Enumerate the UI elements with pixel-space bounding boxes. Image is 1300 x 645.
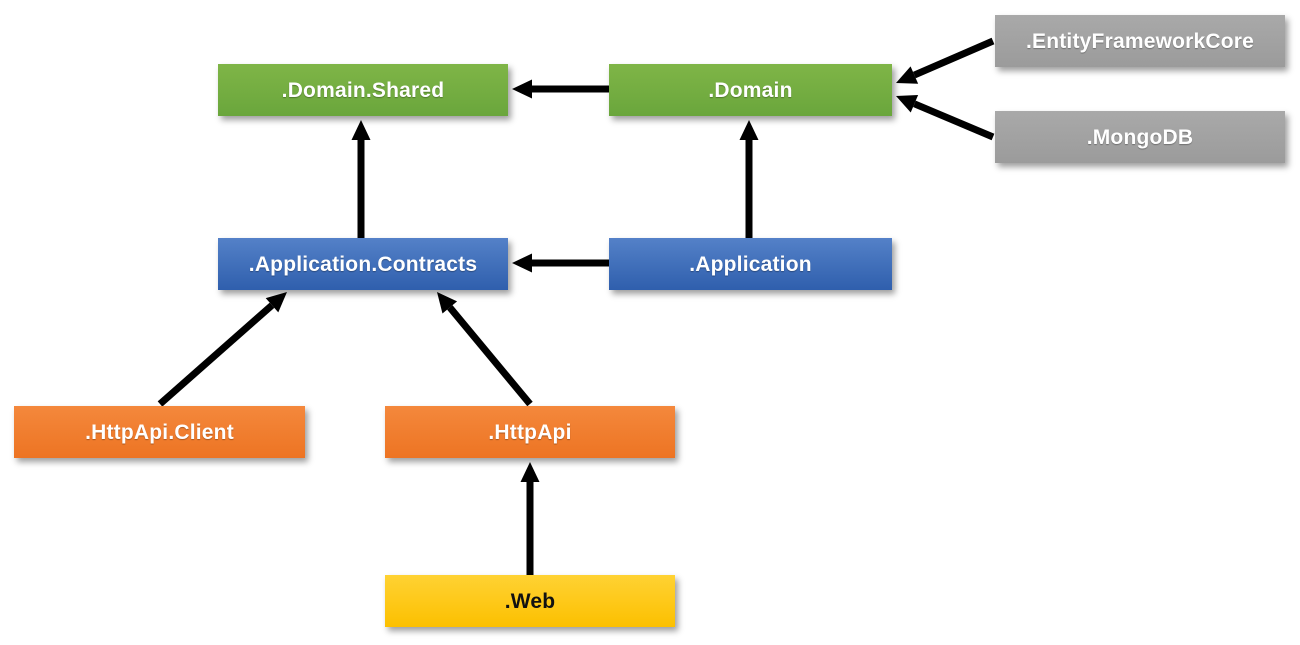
arrow-head [896, 66, 919, 84]
arrow-mongodb-to-domain [896, 95, 995, 141]
node-mongodb[interactable]: .MongoDB [995, 111, 1285, 163]
arrow-shaft [447, 305, 533, 407]
arrow-domain-to-domain-shared [512, 79, 609, 99]
node-label-application-contracts: .Application.Contracts [248, 252, 478, 276]
node-label-web: .Web [504, 589, 556, 613]
node-domain[interactable]: .Domain [609, 64, 892, 116]
node-label-domain: .Domain [708, 78, 793, 102]
arrow-head [896, 95, 919, 113]
arrow-shaft [913, 100, 995, 141]
arrow-head [351, 120, 371, 140]
node-web[interactable]: .Web [385, 575, 675, 627]
arrow-shaft [912, 37, 995, 79]
node-label-domain-shared: .Domain.Shared [281, 78, 445, 102]
arrow-head [265, 292, 287, 313]
arrow-shaft [157, 302, 275, 407]
arrow-application-to-application-contracts [512, 253, 609, 273]
arrow-application-to-domain [739, 120, 759, 238]
arrow-head [437, 292, 458, 314]
arrow-head [520, 462, 540, 482]
arrow-httpapi-to-application-contracts [437, 292, 533, 407]
node-entityframeworkcore[interactable]: .EntityFrameworkCore [995, 15, 1285, 67]
arrow-head [512, 253, 532, 273]
node-label-mongodb: .MongoDB [1086, 125, 1194, 149]
node-label-application: .Application [689, 252, 812, 276]
arrow-head [512, 79, 532, 99]
node-label-httpapi-client: .HttpApi.Client [85, 420, 234, 444]
node-application-contracts[interactable]: .Application.Contracts [218, 238, 508, 290]
node-label-entityframeworkcore: .EntityFrameworkCore [1025, 29, 1255, 53]
node-label-httpapi: .HttpApi [488, 420, 572, 444]
node-domain-shared[interactable]: .Domain.Shared [218, 64, 508, 116]
arrow-web-to-httpapi [520, 462, 540, 575]
arrow-httpapi-client-to-application-contracts [157, 292, 287, 407]
arrow-entityframeworkcore-to-domain [896, 37, 995, 84]
arrow-application-contracts-to-domain-shared [351, 120, 371, 238]
node-application[interactable]: .Application [609, 238, 892, 290]
arrow-head [739, 120, 759, 140]
node-httpapi[interactable]: .HttpApi [385, 406, 675, 458]
node-httpapi-client[interactable]: .HttpApi.Client [14, 406, 305, 458]
